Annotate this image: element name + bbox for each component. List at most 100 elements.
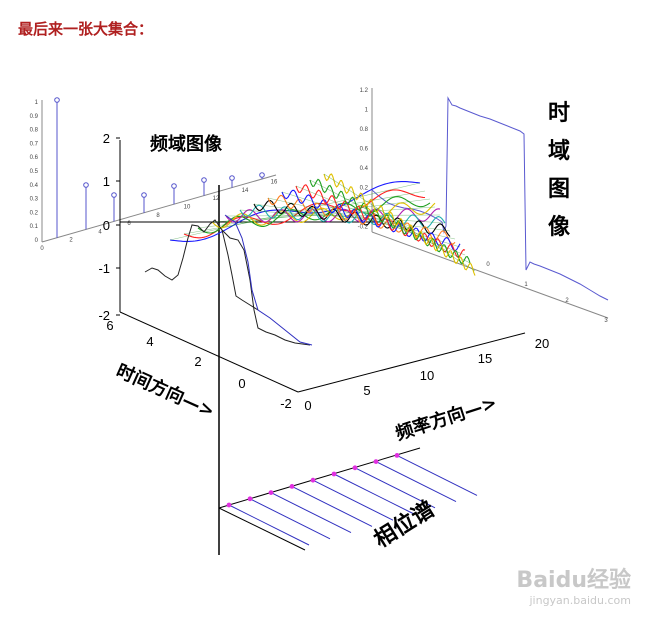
spectrum-x-ticks: 0 2 4 6 8 10 12 14 16 [40,180,278,252]
spectrum-x-tick: 8 [156,213,160,219]
time-axis-tick-label: 4 [146,334,153,349]
phase-stem [396,454,478,496]
svg-text:域: 域 [548,138,570,164]
watermark: Baidu经验 jingyan.baidu.com [516,562,631,607]
amplitude-tick-label: 1 [103,174,110,189]
time-y-tick: 1 [365,108,369,114]
frequency-axis-tick-label: 15 [478,351,492,366]
time-axis-tick-label: 0 [238,376,245,391]
spectrum-plot: 10.90.80.70.60.50.40.30.20.10 0246810121… [30,97,278,252]
spectrum-y-tick: 0.4 [30,183,39,189]
spectrum-x-tick: 4 [98,229,102,235]
summed-signal-trace-2 [221,229,311,346]
spectrum-stem-marker [83,182,89,188]
spectrum-stem-marker [171,183,177,189]
phase-stem-marker [310,477,316,483]
frequency-axis-ticks: 0 5 10 15 20 [304,336,549,413]
phase-stem [270,492,352,534]
spectrum-x-tick: 16 [271,180,278,186]
time-axis-tick-label: 2 [194,354,201,369]
sine-wave-family [169,173,476,276]
amplitude-tick-label: -1 [98,261,110,276]
wave-baseline [267,197,456,240]
sine-wave [225,208,441,223]
time-axis-tick-label: -2 [280,396,292,411]
wave-baseline [225,214,441,217]
phase-stem-marker [331,471,337,477]
freq-direction-label: 频率方向—> [393,391,500,444]
spectrum-x-tick: 14 [242,188,249,194]
amplitude-tick-label: 0 [103,218,110,233]
frequency-axis-tick-label: 0 [304,398,311,413]
spectrum-y-tick: 0.7 [30,141,39,147]
phase-stem-marker [289,484,295,489]
sine-wave [323,173,476,276]
spectrum-x-tick: 6 [127,221,131,227]
frequency-axis-tick-label: 20 [535,336,549,351]
phase-stem [354,467,436,509]
spectrum-stems [54,97,265,238]
svg-text:像: 像 [548,214,571,240]
amplitude-tick-label: 2 [103,131,110,146]
summed-signal-trace-1 [144,219,259,311]
spectrum-y-tick: 0.9 [30,114,39,120]
sine-wave [211,202,436,229]
phase-stem-marker [247,496,253,502]
spectrum-y-tick: 0.8 [30,128,39,134]
amplitude-tick-label: -2 [98,308,110,323]
time-y-tick: 0.4 [360,166,369,172]
spectrum-y-tick: 0 [35,238,39,244]
phase-stem-marker [373,459,379,464]
frequency-axis-tick-label: 10 [420,368,434,383]
phase-spectrum-label: 相位谱 [369,496,439,553]
spectrum-x-tick: 10 [184,205,191,211]
phase-stem [249,498,331,540]
wave-baseline [169,182,421,241]
wave-baseline [323,173,476,272]
phase-stem-marker [226,502,232,508]
summed-signal-trace-3 [224,214,313,346]
spectrum-stem-marker [259,172,265,178]
phase-stem-marker [394,453,400,458]
sine-wave [281,189,461,252]
watermark-brand: Baidu经验 [516,568,631,593]
main-axes [119,140,526,555]
spectrum-y-tick: 0.5 [30,169,39,175]
spectrum-y-tick: 0.1 [30,224,39,230]
frequency-axis-tick-label: 5 [363,383,370,398]
spectrum-x-tick: 2 [69,238,73,244]
time-x-tick: 3 [604,318,608,324]
watermark-url: jingyan.baidu.com [529,594,631,607]
spectrum-stem-marker [111,192,117,198]
phase-stem-marker [352,465,358,471]
spectrum-x-tick: 12 [213,196,220,202]
sine-wave [267,194,456,245]
time-y-tick: 0.8 [360,127,369,133]
wave-baseline [239,209,446,224]
spectrum-y-tick: 0.3 [30,197,39,203]
freq-image-label: 频域图像 [150,133,223,155]
time-image-label: 时 域 图 像 [548,101,571,240]
spectrum-y-ticks: 10.90.80.70.60.50.40.30.20.10 [30,100,39,244]
spectrum-stem-marker [54,97,60,103]
spectrum-stem-marker [141,192,147,198]
sine-wave [295,184,466,258]
phase-stem [375,461,457,503]
amplitude-ticks: 2 1 0 -1 -2 [98,131,120,323]
wave-baseline [253,203,451,232]
phase-spectrum [218,447,478,551]
svg-text:图: 图 [548,177,570,202]
time-x-tick: 2 [565,298,569,304]
phase-stems [226,453,478,546]
time-direction-label: 时间方向—> [113,359,218,422]
time-y-tick: 0.2 [360,186,369,192]
phase-stem-marker [268,490,274,495]
square-wave-trace [371,96,609,301]
time-x-tick: 0 [486,262,490,268]
phase-stem [291,485,373,527]
time-y-tick: 1.2 [360,88,369,94]
